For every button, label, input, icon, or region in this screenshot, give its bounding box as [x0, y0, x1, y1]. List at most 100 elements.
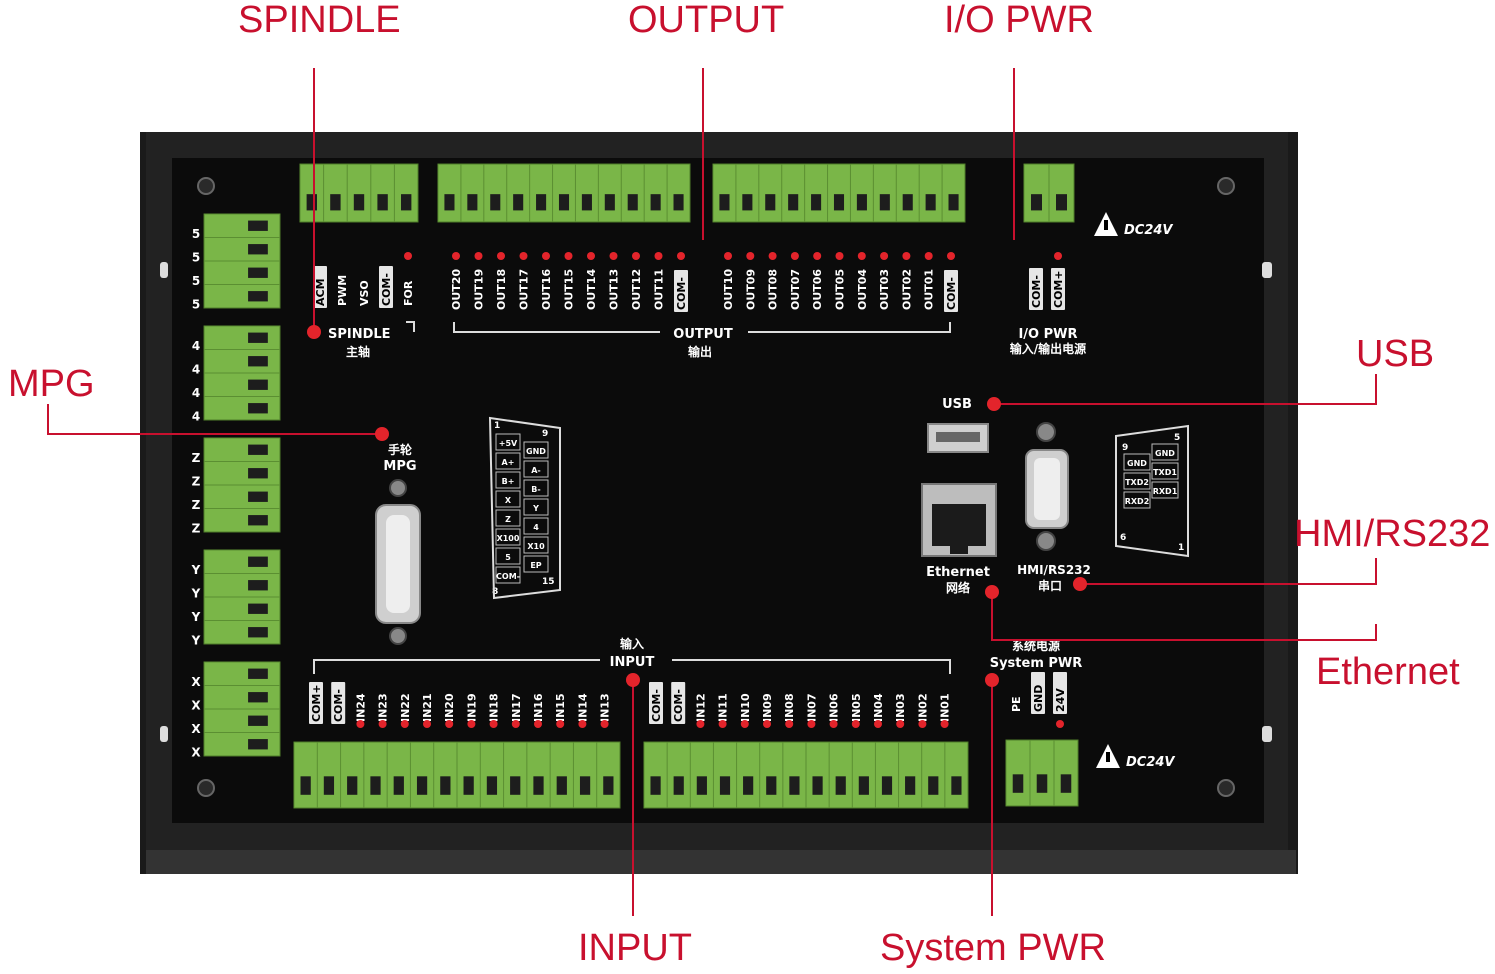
input-a-pin-label: IN24 [354, 693, 367, 722]
led-indicator [542, 252, 550, 260]
pinout-cell [495, 433, 521, 451]
output-a-pin-label: OUT20 [450, 269, 463, 310]
mpg-pinout-label: X10 [527, 542, 545, 551]
led-indicator [746, 252, 755, 260]
sys-pwr-label: System PWR [990, 656, 1083, 671]
input-a-pin-label: COM+ [310, 684, 323, 722]
led-indicator [497, 252, 505, 260]
pinout-cell [495, 566, 521, 584]
output-b-pin-label: OUT06 [811, 269, 824, 310]
led-indicator [851, 720, 860, 728]
pinout-cell [495, 547, 521, 565]
output-bracket [453, 322, 951, 333]
sys-pwr-pin-label: 24V [1054, 688, 1067, 712]
led-indicator [511, 720, 520, 728]
axis-label: 5 [192, 298, 200, 312]
mpg-pinout-diagram [488, 416, 561, 600]
output-a-pin-label: OUT15 [563, 269, 576, 310]
led-indicator [896, 720, 905, 728]
axis-label: Y [191, 563, 201, 577]
mpg-cn-label: 手轮 [388, 442, 413, 457]
led-indicator [924, 252, 933, 260]
spindle-pin-label: ACM [314, 278, 327, 306]
input-b-pin-label: IN05 [850, 693, 863, 722]
hmi-label: HMI/RS232 [1017, 563, 1091, 577]
led-indicator [918, 720, 927, 728]
input-a-pin-label: IN14 [576, 693, 589, 722]
output-a-pin-label: OUT16 [540, 269, 553, 310]
led-indicator [600, 720, 609, 728]
output-b-pin-label: OUT04 [856, 269, 869, 310]
output-b-pin-label: OUT01 [923, 269, 936, 310]
output-label: OUTPUT [673, 327, 733, 342]
mpg-pinout-label: X [505, 496, 512, 505]
axis-terminal-Y [203, 549, 281, 645]
mpg-pinout-label: COM- [496, 572, 520, 581]
input-terminal-b [643, 741, 969, 809]
spindle-pin-label: FOR [402, 280, 415, 306]
pinout-cell [1151, 443, 1179, 461]
led-indicator [813, 252, 822, 260]
callout-io-pwr: I/O PWR [944, 0, 1094, 41]
input-bracket [313, 659, 951, 674]
led-indicator [902, 252, 911, 260]
pin-label-box [1029, 268, 1043, 310]
led-indicator [947, 252, 955, 260]
io-pwr-cn-label: 输入/输出电源 [1010, 341, 1086, 356]
led-indicator [578, 720, 587, 728]
pin-label-box [1051, 268, 1065, 310]
input-a-pin-label: IN17 [510, 693, 523, 722]
led-indicator [768, 252, 777, 260]
pinout-cell [523, 555, 549, 573]
pin-label-box [944, 270, 958, 312]
input-a-pin-label: IN21 [421, 693, 434, 722]
output-cn-label: 输出 [688, 344, 712, 359]
pin-label-box [671, 682, 686, 724]
output-a-pin-label: OUT11 [653, 269, 666, 310]
led-indicator [423, 720, 431, 728]
spindle-pin-label: PWM [336, 275, 349, 306]
pin-label-box [309, 682, 323, 724]
mpg-pinout-label: A+ [502, 458, 515, 467]
output-terminal-b [712, 163, 966, 223]
input-b-pin-label: IN03 [894, 693, 907, 722]
axis-label: Y [191, 587, 201, 601]
output-a-pin-label: OUT14 [585, 269, 598, 310]
axis-label: 4 [192, 386, 200, 400]
led-indicator [467, 720, 476, 728]
input-a-pin-label: IN16 [532, 693, 545, 722]
led-indicator [829, 720, 838, 728]
mpg-pinout-label: X100 [497, 534, 520, 543]
axis-label: X [191, 699, 201, 713]
rs-pinout-label: RXD2 [1125, 497, 1150, 506]
mpg-pinout-label: 5 [505, 553, 511, 562]
led-indicator [474, 252, 483, 260]
mpg-pinout-label: A- [531, 466, 541, 475]
led-indicator [489, 720, 498, 728]
led-indicator [835, 252, 844, 260]
mpg-pin-number: 8 [492, 587, 498, 597]
usb-label: USB [942, 397, 972, 412]
ethernet-cn-label: 网络 [946, 580, 970, 595]
mpg-pin-number: 1 [494, 421, 500, 431]
mpg-pinout-label: B- [531, 485, 540, 494]
led-indicator [400, 720, 409, 728]
mpg-pinout-label: B+ [502, 477, 515, 486]
screw [1217, 779, 1235, 797]
input-a-pin-label: IN13 [599, 693, 612, 722]
rs-pin-number: 6 [1120, 533, 1126, 543]
led-indicator [632, 252, 640, 260]
axis-label: 5 [192, 251, 200, 265]
spindle-terminal [299, 163, 419, 223]
pinout-cell [495, 509, 521, 527]
rs-pin-number: 5 [1174, 433, 1180, 443]
hmi-cn-label: 串口 [1038, 578, 1062, 593]
input-b-pin-label: IN06 [828, 693, 841, 722]
input-a-pin-label: COM- [332, 689, 345, 722]
input-a-pin-label: IN18 [488, 693, 501, 722]
mpg-pinout-label: Y [532, 504, 539, 513]
output-b-pin-label: OUT02 [900, 269, 913, 310]
pinout-cell [1123, 491, 1151, 509]
led-indicator [940, 720, 949, 728]
led-indicator [654, 252, 663, 260]
